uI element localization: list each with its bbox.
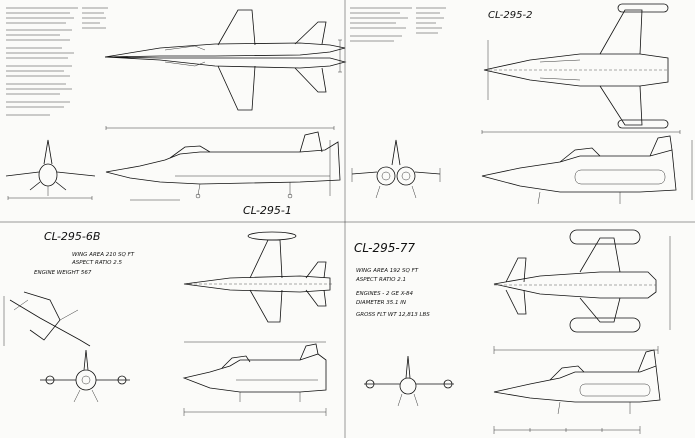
cl295-6b-side-view [182, 341, 327, 416]
cl295-6b-front-view [40, 349, 130, 403]
cl295-7-notes: WING AREA 192 SQ FT ASPECT RATIO 2.1 ENG… [355, 268, 430, 318]
cl295-1-front-view [5, 139, 96, 200]
cl295-7-top-view [493, 229, 671, 333]
cl295-7-side-view [493, 346, 661, 434]
cl295-7-note-gross-weight: GROSS FLT WT 12,813 LBS [356, 312, 430, 318]
cl295-6b-top-view [183, 231, 332, 323]
cl295-7-label: CL-295-77 [354, 241, 415, 255]
cl295-6b-note-wing-area: WING AREA 210 SQ FT [72, 252, 135, 258]
cl295-1-side-view [105, 126, 341, 201]
cl295-6b-notes: WING AREA 210 SQ FT ASPECT RATIO 2.5 ENG… [34, 252, 135, 276]
cl295-6b-iso-sketch [3, 291, 91, 347]
cl295-6b-label: CL-295-6B [44, 230, 100, 243]
cl295-2-spec-table [350, 7, 446, 42]
cl295-7-note-engines: ENGINES - 2 GE X-84 [356, 291, 414, 297]
cl295-6b-note-engine-weight: ENGINE WEIGHT 567 [34, 270, 92, 276]
cl295-6b-note-aspect-ratio: ASPECT RATIO 2.5 [71, 260, 122, 266]
cl295-1-top-view [104, 9, 347, 111]
cl295-2-side-view [481, 130, 693, 205]
cl295-1-spec-table [6, 7, 108, 116]
cl295-2-top-view [483, 3, 669, 129]
cl295-7-note-diameter: DIAMETER 35.1 IN [356, 300, 406, 306]
cl295-2-front-view [351, 139, 441, 199]
cl295-2-label: CL-295-2 [488, 10, 532, 21]
cl295-7-note-wing-area: WING AREA 192 SQ FT [356, 268, 419, 274]
cl295-1-label: CL-295-1 [243, 204, 292, 217]
cl295-7-note-aspect-ratio: ASPECT RATIO 2.1 [355, 277, 406, 283]
cl295-7-front-view [364, 355, 454, 407]
